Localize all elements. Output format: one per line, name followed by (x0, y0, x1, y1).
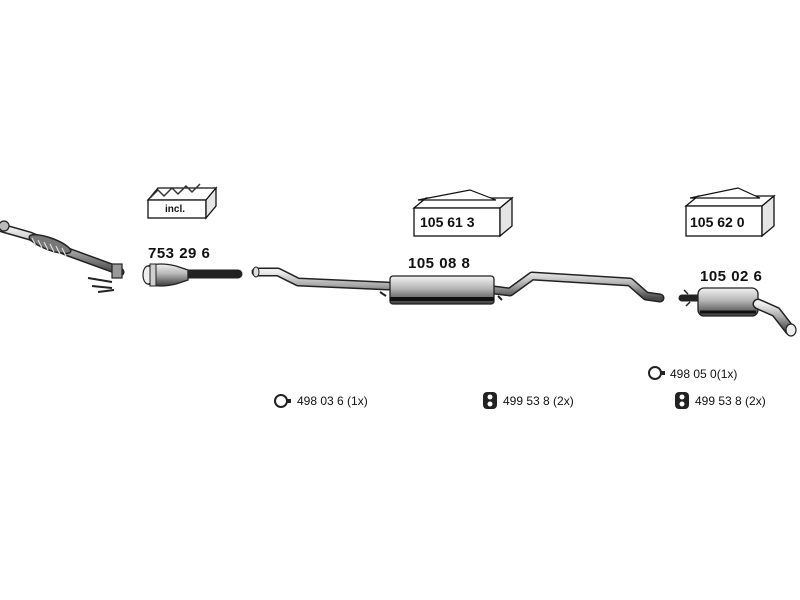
rear-silencer-part-number: 105 02 6 (700, 268, 763, 285)
catalytic-converter-icon[interactable] (142, 263, 243, 287)
clamp-ring-icon[interactable] (648, 366, 665, 380)
kit-included-label: incl. (165, 204, 186, 215)
middle-silencer-pipe-icon[interactable] (251, 266, 665, 305)
accessory-hanger-label: 499 53 8 (2x) (695, 394, 766, 408)
catalytic-converter-part-number: 753 29 6 (148, 245, 211, 262)
mounting-kit-box-icon[interactable] (146, 183, 218, 220)
accessory-clamp-label: 498 03 6 (1x) (297, 394, 368, 408)
rear-kit-part-number: 105 62 0 (690, 214, 745, 230)
rubber-hanger-icon[interactable] (483, 392, 497, 409)
mounting-kit-box-icon[interactable] (684, 187, 776, 238)
mounting-kit-box-icon[interactable] (412, 189, 514, 238)
clamp-ring-icon[interactable] (274, 394, 291, 408)
front-pipe-icon[interactable] (0, 220, 125, 293)
rubber-hanger-icon[interactable] (675, 392, 689, 409)
rear-silencer-icon[interactable] (678, 287, 797, 337)
middle-pipe-part-number: 105 08 8 (408, 255, 471, 272)
accessory-hanger-label: 499 53 8 (2x) (503, 394, 574, 408)
middle-kit-part-number: 105 61 3 (420, 214, 475, 230)
accessory-clamp-label: 498 05 0(1x) (670, 367, 738, 381)
